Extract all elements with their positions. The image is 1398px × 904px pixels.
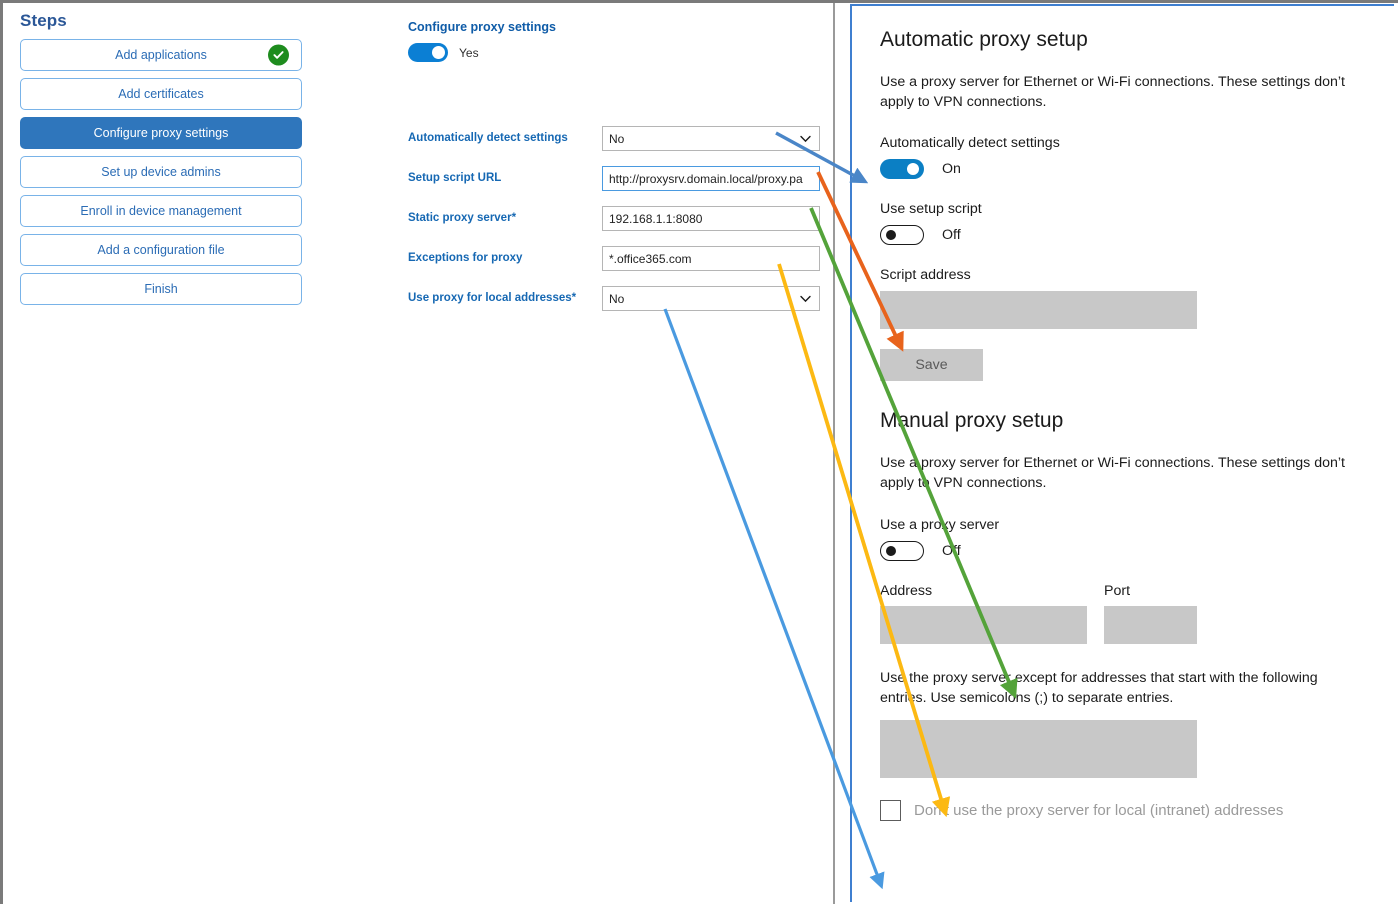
exceptions-description: Use the proxy server except for addresse… bbox=[880, 669, 1318, 706]
field-label-text: Use proxy for local addresses bbox=[408, 292, 572, 304]
field-label: Exceptions for proxy bbox=[408, 252, 522, 264]
chevron-down-icon bbox=[800, 135, 811, 142]
static-proxy-server-input[interactable]: 192.168.1.1:8080 bbox=[602, 206, 820, 231]
address-input[interactable] bbox=[880, 605, 1087, 644]
setup-script-url-input[interactable]: http://proxysrv.domain.local/proxy.pa bbox=[602, 166, 820, 191]
sidebar-item-configure-proxy-settings[interactable]: Configure proxy settings bbox=[20, 117, 302, 149]
select-value: No bbox=[609, 131, 625, 146]
use-a-proxy-server-label: Use a proxy server bbox=[880, 516, 1000, 533]
use-a-proxy-server-toggle-row: Off bbox=[880, 540, 1366, 561]
field-label-text: Exceptions for proxy bbox=[408, 252, 523, 264]
select-value: No bbox=[609, 291, 625, 306]
address-label: Address bbox=[880, 582, 933, 599]
automatically-detect-settings-toggle[interactable] bbox=[880, 159, 924, 180]
use-setup-script-state: Off bbox=[942, 227, 961, 244]
manual-proxy-setup-heading: Manual proxy setup bbox=[880, 409, 1064, 433]
step-label: Set up device admins bbox=[101, 165, 221, 179]
input-value: 192.168.1.1:8080 bbox=[609, 211, 703, 226]
bypass-local-label: Don’t use the proxy server for local (in… bbox=[914, 801, 1284, 819]
field-label: Static proxy server* bbox=[408, 212, 516, 224]
step-label: Finish bbox=[144, 282, 178, 296]
toggle-knob bbox=[907, 163, 919, 176]
field-label: Automatically detect settings bbox=[408, 132, 568, 144]
script-address-input[interactable] bbox=[880, 291, 1197, 330]
step-label: Add certificates bbox=[118, 87, 204, 101]
use-proxy-for-local-addresses-select[interactable]: No bbox=[602, 286, 820, 311]
steps-panel: Steps Add applications Add certificates … bbox=[8, 3, 318, 312]
field-label: Setup script URL bbox=[408, 172, 501, 184]
address-column: Address bbox=[880, 583, 1087, 644]
use-setup-script-label: Use setup script bbox=[880, 201, 982, 218]
automatically-detect-settings-toggle-row: On bbox=[880, 159, 1366, 180]
use-setup-script-toggle[interactable] bbox=[880, 225, 924, 246]
field-row-use-proxy-for-local-addresses: Use proxy for local addresses* No bbox=[408, 286, 828, 328]
check-circle-icon bbox=[268, 44, 289, 66]
address-port-row: Address Port bbox=[880, 583, 1366, 644]
automatically-detect-settings-select[interactable]: No bbox=[602, 126, 820, 151]
window-left-border bbox=[0, 0, 3, 904]
field-label-text: Setup script URL bbox=[408, 172, 502, 184]
automatic-proxy-setup-description: Use a proxy server for Ethernet or Wi-Fi… bbox=[880, 74, 1345, 111]
script-address-label: Script address bbox=[880, 267, 971, 284]
automatically-detect-settings-label: Automatically detect settings bbox=[880, 135, 1060, 152]
field-row-static-proxy-server: Static proxy server* 192.168.1.1:8080 bbox=[408, 206, 828, 248]
required-marker: * bbox=[571, 292, 577, 304]
chevron-down-icon bbox=[800, 295, 811, 302]
use-a-proxy-server-state: Off bbox=[942, 542, 961, 559]
proxy-form-fields: Automatically detect settings No Setup s… bbox=[408, 126, 828, 328]
toggle-knob bbox=[432, 46, 445, 59]
step-label: Enroll in device management bbox=[80, 204, 242, 218]
save-button[interactable]: Save bbox=[880, 349, 983, 382]
sidebar-item-set-up-device-admins[interactable]: Set up device admins bbox=[20, 156, 302, 188]
step-label: Configure proxy settings bbox=[93, 126, 229, 140]
field-row-automatically-detect-settings: Automatically detect settings No bbox=[408, 126, 828, 168]
manual-proxy-setup-description: Use a proxy server for Ethernet or Wi-Fi… bbox=[880, 455, 1345, 492]
input-value: *.office365.com bbox=[609, 251, 692, 266]
use-a-proxy-server-toggle[interactable] bbox=[880, 540, 924, 561]
configure-proxy-toggle-row: Yes bbox=[408, 43, 828, 62]
port-label: Port bbox=[1104, 582, 1131, 599]
field-row-exceptions-for-proxy: Exceptions for proxy *.office365.com bbox=[408, 246, 828, 288]
port-column: Port bbox=[1104, 583, 1197, 644]
window-top-border bbox=[0, 0, 1398, 3]
form-heading: Configure proxy settings bbox=[408, 20, 556, 34]
step-label: Add applications bbox=[115, 48, 207, 62]
sidebar-item-add-applications[interactable]: Add applications bbox=[20, 39, 302, 71]
sidebar-item-add-a-configuration-file[interactable]: Add a configuration file bbox=[20, 234, 302, 266]
bypass-local-checkbox-row[interactable]: Don’t use the proxy server for local (in… bbox=[880, 799, 1366, 821]
windows-proxy-settings-panel: Automatic proxy setup Use a proxy server… bbox=[850, 4, 1394, 902]
field-label-text: Static proxy server bbox=[408, 212, 512, 224]
field-label: Use proxy for local addresses* bbox=[408, 292, 576, 304]
exceptions-for-proxy-input[interactable]: *.office365.com bbox=[602, 246, 820, 271]
steps-title: Steps bbox=[20, 11, 67, 30]
toggle-knob bbox=[886, 230, 896, 241]
vertical-divider bbox=[833, 3, 835, 904]
required-marker: * bbox=[511, 212, 517, 224]
use-setup-script-toggle-row: Off bbox=[880, 225, 1366, 246]
sidebar-item-finish[interactable]: Finish bbox=[20, 273, 302, 305]
input-value: http://proxysrv.domain.local/proxy.pa bbox=[609, 171, 803, 186]
automatically-detect-settings-state: On bbox=[942, 161, 961, 178]
configure-proxy-toggle-value: Yes bbox=[459, 45, 479, 60]
port-input[interactable] bbox=[1104, 605, 1197, 644]
arrow-use-proxy-local-addresses bbox=[663, 308, 885, 890]
bypass-local-checkbox[interactable] bbox=[880, 799, 901, 821]
proxy-form-panel: Configure proxy settings Yes bbox=[408, 3, 828, 62]
step-label: Add a configuration file bbox=[97, 243, 225, 257]
configure-proxy-toggle[interactable] bbox=[408, 43, 448, 62]
sidebar-item-enroll-in-device-management[interactable]: Enroll in device management bbox=[20, 195, 302, 227]
field-row-setup-script-url: Setup script URL http://proxysrv.domain.… bbox=[408, 166, 828, 208]
exceptions-input[interactable] bbox=[880, 719, 1197, 778]
automatic-proxy-setup-heading: Automatic proxy setup bbox=[880, 28, 1088, 51]
toggle-knob bbox=[886, 545, 896, 556]
field-label-text: Automatically detect settings bbox=[408, 132, 568, 144]
sidebar-item-add-certificates[interactable]: Add certificates bbox=[20, 78, 302, 110]
